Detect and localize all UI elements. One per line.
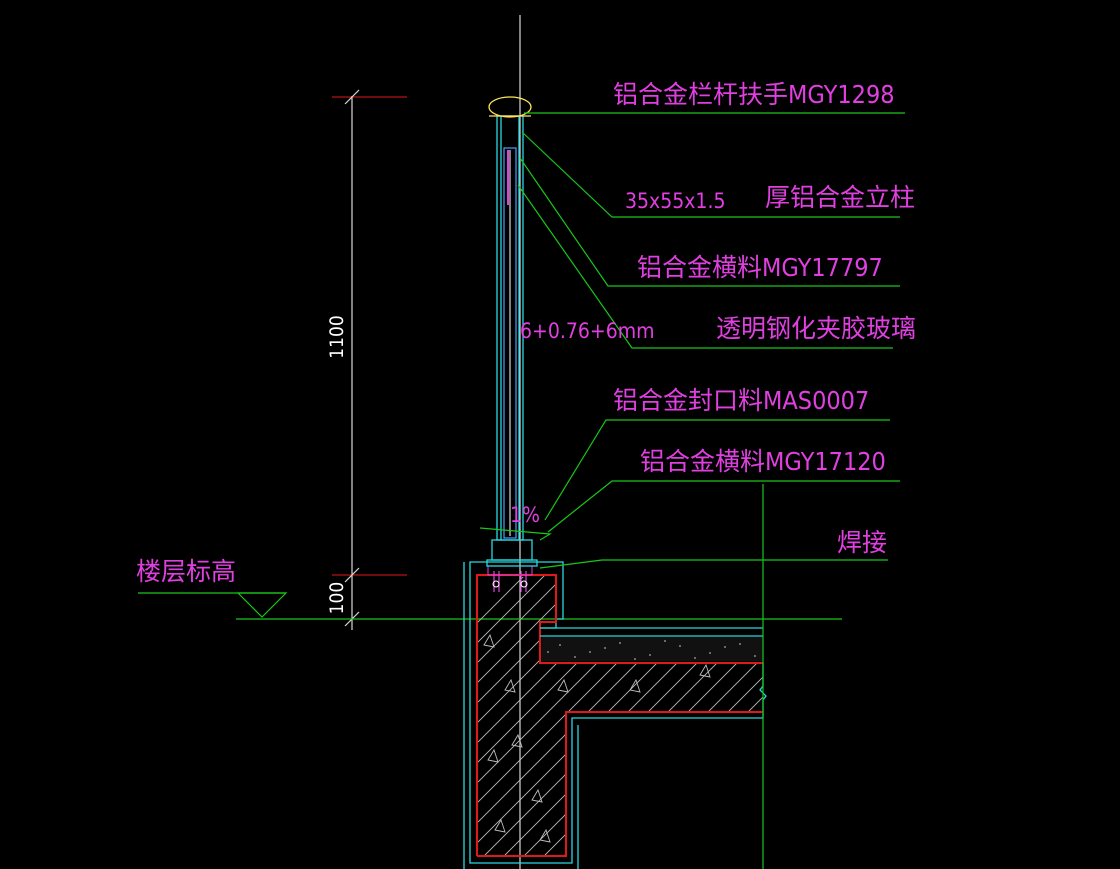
- label-floor-level: 楼层标高: [136, 557, 236, 586]
- label-handrail: 铝合金栏杆扶手MGY1298: [613, 80, 895, 109]
- floor-level-marker: [138, 592, 842, 620]
- handrail-cap: [488, 96, 532, 118]
- anchor-bolts: [487, 565, 533, 592]
- dimension-lines: [332, 89, 407, 630]
- dim-1100: 1100: [326, 315, 348, 359]
- label-glass-name: 透明钢化夹胶玻璃: [716, 314, 916, 343]
- rebar-top: [476, 574, 763, 856]
- finish-layer: [463, 562, 579, 869]
- leader-lines: [479, 112, 905, 869]
- rebar-bottom: [477, 711, 763, 857]
- label-rail-lower: 铝合金横料MGY17120: [640, 447, 886, 476]
- label-rail-upper: 铝合金横料MGY17797: [637, 253, 883, 282]
- label-post-size: 35x55x1.5: [625, 189, 725, 213]
- label-weld: 焊接: [837, 528, 887, 557]
- floor-finish: [540, 627, 763, 661]
- label-post-name: 厚铝合金立柱: [765, 183, 915, 212]
- label-glass-spec: 6+0.76+6mm: [520, 319, 655, 343]
- label-seal: 铝合金封口料MAS0007: [613, 386, 869, 415]
- dim-100: 100: [326, 582, 348, 615]
- label-slope: 1%: [510, 503, 540, 527]
- concrete-hatch: [477, 575, 763, 856]
